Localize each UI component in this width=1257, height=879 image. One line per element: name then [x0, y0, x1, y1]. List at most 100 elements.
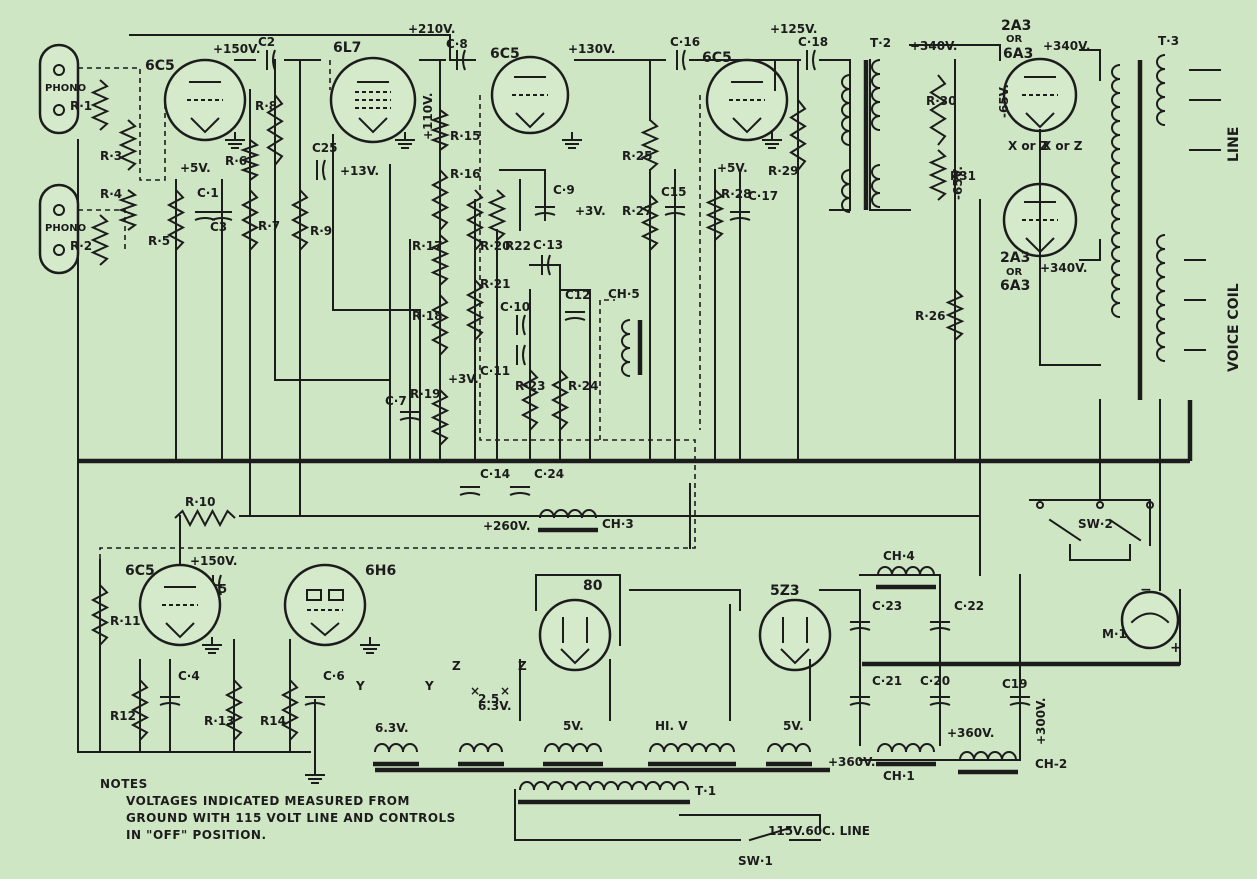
winding-z2: Z [518, 659, 527, 673]
resistor-label-r15: R·15 [450, 129, 481, 143]
output-line-label: LINE [1226, 127, 1242, 162]
choke-ch4 [876, 566, 936, 590]
resistor-r13 [224, 679, 244, 741]
resistor-label-r2: R·2 [70, 239, 92, 253]
voltage-plus340-v5: +340V. [1043, 39, 1090, 53]
resistor-label-r17: R·17 [412, 239, 443, 253]
tube-label-v8: 6H6 [365, 563, 396, 579]
meter-label: M·1 [1102, 627, 1127, 641]
t1-5v-b-label: 5V. [783, 719, 804, 733]
capacitor-c14 [459, 486, 481, 496]
voltage-plus150-v7: +150V. [190, 554, 237, 568]
voltage-plus3-b: +3V. [448, 372, 479, 386]
resistor-r29 [789, 99, 807, 171]
capacitor-label-c8: C·8 [446, 37, 468, 51]
capacitor-label-c6: C·6 [323, 669, 345, 683]
choke-ch5 [621, 319, 631, 377]
tube-v3 [490, 55, 570, 135]
resistor-label-r27: R·27 [622, 204, 653, 218]
resistor-label-r30: R·30 [926, 94, 957, 108]
resistor-label-r25: R·25 [622, 149, 653, 163]
shield-dashed-leads [60, 60, 701, 580]
resistor-label-r28: R·28 [721, 187, 752, 201]
resistor-label-r3: R·3 [100, 149, 122, 163]
t1-primary [518, 781, 690, 805]
choke-ch1 [876, 743, 936, 767]
resistor-r9 [290, 189, 310, 251]
voltage-plus125: +125V. [770, 22, 817, 36]
tube-v6-alt: 6A3 [1000, 278, 1030, 294]
capacitor-label-c17: C·17 [748, 189, 778, 203]
capacitor-c25 [316, 159, 326, 181]
capacitor-label-c4: C·4 [178, 669, 200, 683]
resistor-label-r6: R·6 [225, 154, 247, 168]
b-plus-bus [239, 199, 1180, 667]
resistor-label-r19: R·19 [410, 387, 441, 401]
svg-text:−: − [1140, 582, 1152, 598]
winding-z1: Z [452, 659, 461, 673]
tube-label-rect1: 80 [583, 578, 603, 594]
t3-voice [1156, 234, 1166, 362]
t3-primary-label: T·3 [1158, 34, 1179, 48]
notes-block: NOTES VOLTAGES INDICATED MEASURED FROM G… [100, 776, 456, 844]
phono-jack-2: PHONO [38, 183, 86, 275]
voltage-plus130: +130V. [568, 42, 615, 56]
capacitor-label-c21: C·21 [872, 674, 902, 688]
resistor-r11 [90, 584, 110, 646]
signal-wiring [129, 34, 1221, 591]
resistor-r4 [118, 189, 138, 231]
tube-label-rect2: 5Z3 [770, 583, 800, 599]
capacitor-c24 [509, 486, 531, 496]
capacitor-c12 [564, 311, 586, 321]
choke-ch4-label: CH·4 [883, 549, 915, 563]
resistor-label-r29: R·29 [768, 164, 799, 178]
resistor-r16 [430, 169, 450, 231]
voltage-plus150-v1: +150V. [213, 42, 260, 56]
phono-1-label: PHONO [45, 83, 86, 94]
voltage-plus5-v4: +5V. [717, 161, 748, 175]
voltage-plus300: +300V. [1034, 698, 1048, 745]
resistor-r24 [550, 369, 570, 431]
notes-heading: NOTES [100, 777, 148, 791]
resistor-r18 [430, 294, 450, 356]
winding-2v5: 2.5 [478, 692, 499, 706]
voltage-minus65-a: -65V. [997, 84, 1011, 118]
resistor-r26 [945, 289, 965, 341]
resistor-r12 [130, 679, 150, 741]
resistor-label-r1: R·1 [70, 99, 92, 113]
tube-v1 [163, 58, 247, 142]
t1-hiv [648, 743, 736, 767]
ground-icon [360, 637, 380, 654]
phono-jack-1: PHONO [38, 43, 86, 135]
resistor-label-r21: R·21 [480, 277, 511, 291]
voltage-plus360-b: +360V. [947, 726, 994, 740]
tube-v8 [283, 563, 367, 647]
switch-sw1: SW·1 [514, 789, 821, 868]
choke-ch5-label: CH·5 [608, 287, 640, 301]
switch-sw2: SW·2 [1036, 501, 1154, 542]
resistor-label-r13: R·13 [204, 714, 235, 728]
capacitor-label-c3: C3 [210, 220, 227, 234]
capacitor-label-c7: C·7 [385, 394, 407, 408]
output-voice-coil-label: VOICE COIL [1226, 283, 1242, 372]
resistor-r23 [520, 369, 540, 431]
choke-ch1-label: CH·1 [883, 769, 915, 783]
resistor-r30 [929, 74, 947, 146]
ground-icon [562, 132, 582, 149]
capacitor-label-c12: C12 [565, 288, 591, 302]
resistor-r27 [640, 194, 660, 251]
capacitor-label-c24: C·24 [534, 467, 564, 481]
capacitor-c10 [516, 314, 526, 336]
capacitor-label-c1: C·1 [197, 186, 219, 200]
capacitor-label-c13: C·13 [533, 238, 563, 252]
capacitor-label-c23: C·23 [872, 599, 902, 613]
resistor-label-r14: R14 [260, 714, 286, 728]
t1-5v-b [766, 743, 812, 767]
resistor-label-r4: R·4 [100, 187, 122, 201]
capacitor-label-c15: C15 [661, 185, 687, 199]
capacitor-label-c25: C25 [312, 141, 338, 155]
winding-xz1: X or Z [1008, 139, 1049, 153]
tube-v6-or: OR [1006, 267, 1023, 278]
